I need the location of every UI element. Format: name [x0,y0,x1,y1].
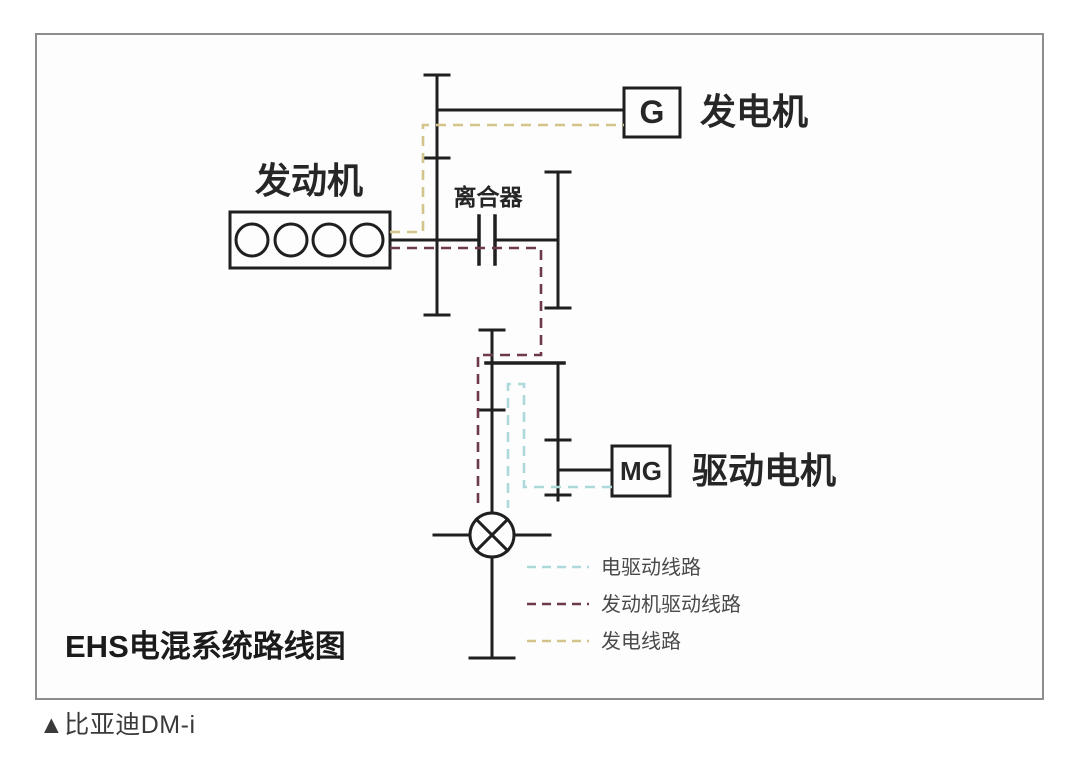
generator-box [622,86,682,139]
route-electric-drive [506,382,612,508]
motor-box [610,444,672,498]
motor-symbol: MG [620,456,662,486]
route-generation [390,123,624,234]
motor-label: 驱动电机 [692,450,836,491]
generator-symbol: G [640,94,665,130]
legend-label-engine-drive: 发动机驱动线路 [601,593,741,616]
figure-caption: ▲比亚迪DM-i [39,711,196,739]
legend: 电驱动线路 发动机驱动线路 发电线路 [527,556,741,653]
clutch-label: 离合器 [454,184,524,210]
legend-label-generation: 发电线路 [601,630,681,653]
engine-cylinder [349,222,385,258]
differential-cross [474,517,510,553]
route-engine-drive [390,246,543,509]
figure-frame: 电驱动线路 发动机驱动线路 发电线路 发动机 离合器 G 发电机 MG 驱动电机… [35,33,1044,700]
engine-box [228,210,392,270]
engine-cylinder [273,222,309,258]
engine-label: 发动机 [255,160,363,201]
diagram-title: EHS电混系统路线图 [65,629,346,664]
generator-label: 发电机 [700,91,808,132]
engine-cylinder [234,222,270,258]
mechanical-lines [228,73,682,660]
engine-cylinder [311,222,347,258]
legend-label-electric-drive: 电驱动线路 [601,556,701,579]
ehs-diagram: 电驱动线路 发动机驱动线路 发电线路 发动机 离合器 G 发电机 MG 驱动电机… [65,73,836,664]
